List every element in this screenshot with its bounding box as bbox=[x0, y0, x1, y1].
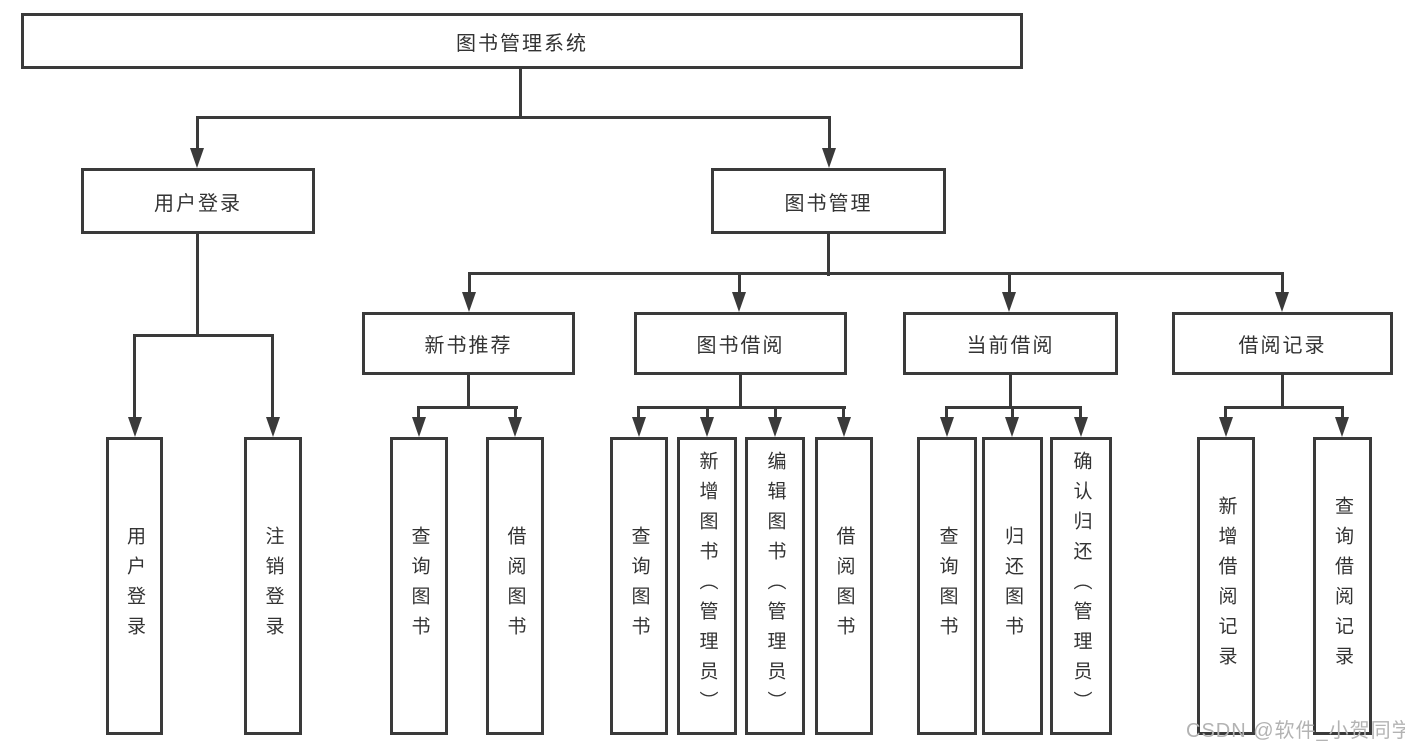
arrow-down-icon bbox=[1002, 292, 1016, 312]
arrow-down-icon bbox=[700, 417, 714, 437]
leaf-return-book: 归还图书 bbox=[982, 437, 1043, 735]
leaf-user-login: 用户登录 bbox=[106, 437, 163, 735]
leaf-borrow-book: 借阅图书 bbox=[815, 437, 873, 735]
arrow-down-icon bbox=[508, 417, 522, 437]
connector-line bbox=[1008, 272, 1011, 294]
connector-line bbox=[706, 406, 709, 419]
leaf-query-book-borrow: 查询图书 bbox=[610, 437, 668, 735]
connector-line bbox=[271, 334, 274, 419]
connector-line bbox=[1009, 375, 1012, 408]
connector-line bbox=[637, 406, 846, 409]
arrow-down-icon bbox=[128, 417, 142, 437]
connector-line bbox=[739, 375, 742, 408]
leaf-query-borrow-record: 查询借阅记录 bbox=[1313, 437, 1372, 735]
connector-line bbox=[196, 116, 831, 119]
connector-line bbox=[133, 334, 274, 337]
csdn-watermark: CSDN @软件_小贺同学 bbox=[1186, 720, 1405, 742]
node-book-borrow: 图书借阅 bbox=[634, 312, 847, 375]
connector-line bbox=[1224, 406, 1344, 409]
connector-line bbox=[842, 406, 845, 419]
arrow-down-icon bbox=[768, 417, 782, 437]
leaf-query-book-recommend: 查询图书 bbox=[390, 437, 448, 735]
arrow-down-icon bbox=[462, 292, 476, 312]
node-current-borrow: 当前借阅 bbox=[903, 312, 1118, 375]
connector-line bbox=[519, 69, 522, 118]
arrow-down-icon bbox=[1074, 417, 1088, 437]
connector-line bbox=[467, 375, 470, 408]
leaf-borrow-book-recommend: 借阅图书 bbox=[486, 437, 544, 735]
leaf-confirm-return-admin: 确认归还（管理员） bbox=[1050, 437, 1112, 735]
connector-line bbox=[774, 406, 777, 419]
connector-line bbox=[1224, 406, 1227, 419]
arrow-down-icon bbox=[632, 417, 646, 437]
leaf-edit-book-admin: 编辑图书（管理员） bbox=[745, 437, 805, 735]
arrow-down-icon bbox=[266, 417, 280, 437]
connector-line bbox=[945, 406, 948, 419]
connector-line bbox=[1281, 272, 1284, 294]
arrow-down-icon bbox=[190, 148, 204, 168]
connector-line bbox=[637, 406, 640, 419]
connector-line bbox=[196, 116, 199, 150]
arrow-down-icon bbox=[1275, 292, 1289, 312]
node-user-login: 用户登录 bbox=[81, 168, 315, 234]
connector-line bbox=[468, 272, 471, 294]
leaf-add-book-admin: 新增图书（管理员） bbox=[677, 437, 737, 735]
connector-line bbox=[828, 116, 831, 150]
arrow-down-icon bbox=[837, 417, 851, 437]
connector-line bbox=[133, 334, 136, 419]
connector-line bbox=[514, 406, 517, 419]
leaf-logout: 注销登录 bbox=[244, 437, 302, 735]
connector-line bbox=[1341, 406, 1344, 419]
arrow-down-icon bbox=[822, 148, 836, 168]
arrow-down-icon bbox=[1335, 417, 1349, 437]
arrow-down-icon bbox=[732, 292, 746, 312]
node-root: 图书管理系统 bbox=[21, 13, 1023, 69]
arrow-down-icon bbox=[1219, 417, 1233, 437]
node-new-book-recommend: 新书推荐 bbox=[362, 312, 575, 375]
arrow-down-icon bbox=[1005, 417, 1019, 437]
arrow-down-icon bbox=[940, 417, 954, 437]
connector-line bbox=[1281, 375, 1284, 408]
connector-line bbox=[1079, 406, 1082, 419]
leaf-add-borrow-record: 新增借阅记录 bbox=[1197, 437, 1255, 735]
node-book-management: 图书管理 bbox=[711, 168, 946, 234]
leaf-query-book-current: 查询图书 bbox=[917, 437, 977, 735]
node-borrow-record: 借阅记录 bbox=[1172, 312, 1393, 375]
arrow-down-icon bbox=[412, 417, 426, 437]
connector-line bbox=[417, 406, 518, 409]
connector-line bbox=[827, 234, 830, 276]
connector-line bbox=[468, 272, 1284, 275]
connector-line bbox=[417, 406, 420, 419]
connector-line bbox=[738, 272, 741, 294]
connector-line bbox=[1011, 406, 1014, 419]
connector-line bbox=[196, 234, 199, 336]
